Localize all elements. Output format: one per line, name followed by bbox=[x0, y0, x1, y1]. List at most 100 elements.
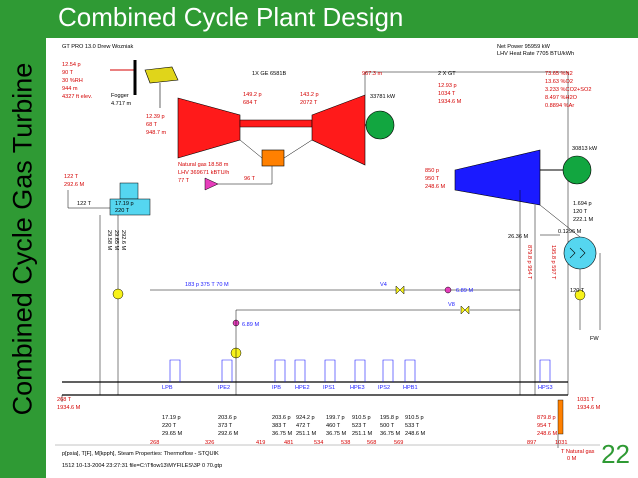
fuel-t2: 96 T bbox=[244, 176, 256, 182]
svg-text:248.6 M: 248.6 M bbox=[405, 431, 426, 437]
svg-text:472 T: 472 T bbox=[296, 423, 311, 429]
fuel-compressor-icon bbox=[204, 177, 219, 191]
hrsg-inlet-m: 1934.6 M bbox=[577, 405, 601, 411]
deaerator-left-t: 122 T bbox=[77, 201, 92, 207]
gas-temp-569: 569 bbox=[394, 440, 403, 446]
svg-text:533 T: 533 T bbox=[405, 423, 420, 429]
compressor-inlet-p: 12.39 p bbox=[146, 114, 165, 120]
gt-exhaust-flow: 967.3 m bbox=[362, 71, 383, 77]
deaerator-vertical-2: 29.65 M bbox=[113, 230, 119, 251]
condenser-flow: 0.1296 M bbox=[558, 229, 582, 235]
section-ips1: IPS1 bbox=[323, 385, 335, 391]
svg-text:251.1 M: 251.1 M bbox=[352, 431, 373, 437]
hrsg-data-ips2: 195.8 p 500 T 36.75 M bbox=[380, 415, 401, 437]
heat-rate-label: LHV Heat Rate 7705 BTU/kWh bbox=[497, 51, 574, 57]
fuel-line1: Natural gas 18.58 m bbox=[178, 162, 229, 168]
svg-text:383 T: 383 T bbox=[272, 423, 287, 429]
deaerator-inlet-t: 122 T bbox=[64, 174, 79, 180]
deaerator-inlet-m: 292.6 M bbox=[64, 182, 85, 188]
fogger-label: Fogger bbox=[111, 93, 129, 99]
hrsg-data-lpb: 17.19 p 220 T 29.65 M bbox=[162, 415, 183, 437]
hrsg-data-hpe3: 910.5 p 523 T 251.1 M bbox=[352, 415, 373, 437]
valve-v4-icon[interactable] bbox=[395, 285, 405, 295]
title-bar bbox=[46, 0, 638, 38]
gt-count: 2 X GT bbox=[438, 71, 456, 77]
svg-text:924.2 p: 924.2 p bbox=[296, 415, 315, 421]
duct-burner-label: T Natural gas bbox=[561, 449, 595, 455]
svg-text:248.6 M: 248.6 M bbox=[537, 431, 558, 437]
fogger-m: 4.717 m bbox=[111, 101, 132, 107]
combustor-icon bbox=[261, 149, 285, 167]
svg-text:36.75 M: 36.75 M bbox=[326, 431, 347, 437]
duct-burner-icon bbox=[557, 399, 564, 435]
gt-exhaust-t: 1034 T bbox=[438, 91, 456, 97]
page-title: Combined Cycle Plant Design bbox=[58, 2, 404, 32]
valve-v8-icon[interactable] bbox=[460, 305, 470, 315]
svg-text:910.5 p: 910.5 p bbox=[352, 415, 371, 421]
v4-flow-label: 6.89 M bbox=[456, 288, 473, 294]
gt-exhaust-p: 12.93 p bbox=[438, 83, 457, 89]
sidebar-band: Combined Cycle Gas Turbine bbox=[0, 0, 46, 478]
hrsg-loops bbox=[169, 359, 551, 382]
svg-text:203.6 p: 203.6 p bbox=[272, 415, 291, 421]
section-hpe2: HPE2 bbox=[295, 385, 310, 391]
st-power: 30813 kW bbox=[572, 146, 598, 152]
section-hps3: HPS3 bbox=[538, 385, 553, 391]
gt-power: 33781 kW bbox=[370, 94, 396, 100]
svg-text:36.75 M: 36.75 M bbox=[380, 431, 401, 437]
steam-turbine-icon bbox=[454, 149, 541, 206]
st-exhaust-t: 120 T bbox=[573, 209, 588, 215]
net-power-label: Net Power 95959 kW bbox=[497, 44, 551, 50]
svg-text:373 T: 373 T bbox=[218, 423, 233, 429]
section-ips2: IPS2 bbox=[378, 385, 390, 391]
svg-text:17.19 p: 17.19 p bbox=[162, 415, 181, 421]
gas-temp-568: 568 bbox=[367, 440, 376, 446]
condenser-t: 120 T bbox=[570, 288, 585, 294]
composition-n2: 73.65 %N2 bbox=[545, 71, 573, 77]
ip-flow-label: 6.89 M bbox=[242, 322, 259, 328]
svg-text:910.5 p: 910.5 p bbox=[405, 415, 424, 421]
stack-t: 268 T bbox=[57, 397, 72, 403]
compressor-exit-t: 684 T bbox=[243, 100, 258, 106]
fuel-line2: LHV 369671 kBTU/h bbox=[178, 170, 229, 176]
gt-exhaust-m: 1934.6 M bbox=[438, 99, 462, 105]
composition-co2: 3.233 %CO2+SO2 bbox=[545, 87, 592, 93]
bfw-pump-icon bbox=[112, 288, 124, 300]
st-inlet-p: 850 p bbox=[425, 168, 439, 174]
st-inlet-t: 950 T bbox=[425, 176, 440, 182]
ambient-p: 12.54 p bbox=[62, 62, 81, 68]
svg-text:36.75 M: 36.75 M bbox=[272, 431, 293, 437]
deaerator-icon bbox=[109, 198, 151, 216]
footer-file: 1512 10-13-2004 23:27:31 file=C:\Tflow13… bbox=[62, 463, 222, 469]
svg-text:460 T: 460 T bbox=[326, 423, 341, 429]
st-exhaust-line bbox=[539, 204, 581, 238]
st-exhaust-p: 1.694 p bbox=[573, 201, 592, 207]
gt-generator-icon bbox=[365, 110, 395, 140]
svg-text:203.6 p: 203.6 p bbox=[218, 415, 237, 421]
condenser-coil bbox=[569, 247, 586, 259]
gas-temp-481: 481 bbox=[284, 440, 293, 446]
section-hpb1: HPB1 bbox=[403, 385, 418, 391]
hrsg-data-ipb: 203.6 p 383 T 36.75 M bbox=[272, 415, 293, 437]
ambient-m: 944 m bbox=[62, 86, 78, 92]
compressor-inlet-t: 68 T bbox=[146, 122, 158, 128]
deaerator-t: 220 T bbox=[115, 208, 130, 214]
software-label: GT PRO 13.0 Drew Wozniak bbox=[62, 44, 133, 50]
hrsg-data-hpe2: 924.2 p 472 T 251.1 M bbox=[296, 415, 317, 437]
deaerator-p: 17.19 p bbox=[115, 201, 134, 207]
compressor-inlet-m: 948.7 m bbox=[146, 130, 167, 136]
section-hpe3: HPE3 bbox=[350, 385, 365, 391]
svg-text:292.6 M: 292.6 M bbox=[218, 431, 239, 437]
gas-temp-1031: 1031 bbox=[555, 440, 567, 446]
v4-node bbox=[444, 286, 452, 294]
svg-text:500 T: 500 T bbox=[380, 423, 395, 429]
svg-text:29.65 M: 29.65 M bbox=[162, 431, 183, 437]
combustor-exit-t: 2072 T bbox=[300, 100, 318, 106]
compressor-icon bbox=[177, 97, 241, 159]
section-ipb: IPB bbox=[272, 385, 281, 391]
hrsg-data-ipe2: 203.6 p 373 T 292.6 M bbox=[218, 415, 239, 437]
combustor-in-line bbox=[239, 139, 263, 159]
turbine-icon bbox=[311, 94, 366, 166]
hrsg-data-hps3: 879.8 p 954 T 248.6 M bbox=[537, 415, 558, 437]
